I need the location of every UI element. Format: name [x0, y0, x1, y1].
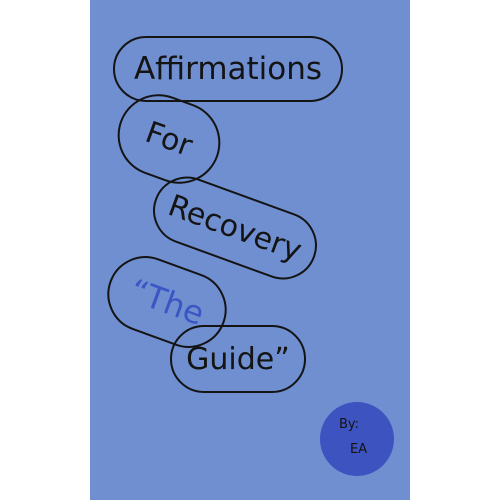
title-pill-affirmations: Affirmations	[113, 36, 343, 102]
book-cover: Affirmations For Recovery “The Guide” By…	[90, 0, 410, 500]
author-initials: EA	[350, 442, 368, 457]
title-word-for: For	[140, 114, 198, 164]
title-word-affirmations: Affirmations	[133, 51, 323, 87]
by-label: By:	[339, 417, 360, 432]
title-word-guide: Guide”	[186, 341, 290, 377]
title-word-the: “The	[124, 271, 210, 333]
title-pill-guide: Guide”	[170, 325, 306, 393]
author-badge: By: EA	[320, 402, 394, 476]
title-word-recovery: Recovery	[163, 187, 307, 269]
